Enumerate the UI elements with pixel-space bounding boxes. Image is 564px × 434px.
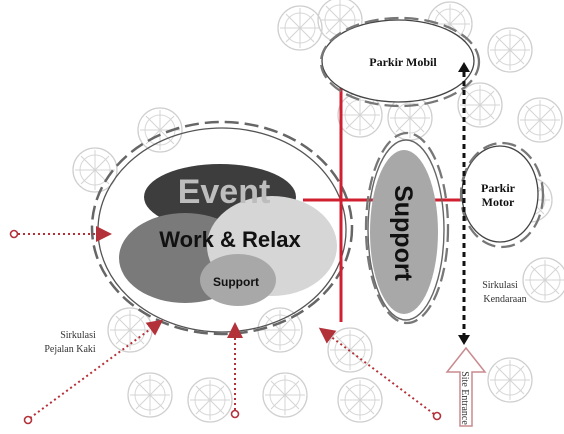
site-entrance-label: Site Entrance	[459, 371, 470, 425]
site-entrance-arrow	[445, 346, 487, 427]
support-right-zone	[364, 131, 450, 325]
pedestrian-arrows	[9, 226, 442, 425]
work-relax-label: Work & Relax	[159, 227, 301, 252]
support-inner-label: Support	[213, 275, 259, 289]
parkir-mobil-label: Parkir Mobil	[369, 55, 437, 69]
parkir-motor-zone	[459, 141, 545, 249]
sirkulasi-kendaraan-line1: Sirkulasi	[482, 280, 518, 291]
vehicle-circulation-line	[458, 62, 470, 345]
parkir-motor-label-line1: Parkir	[481, 181, 516, 195]
sirkulasi-pejalan-line2: Pejalan Kaki	[44, 344, 96, 355]
parkir-mobil-zone	[319, 16, 481, 108]
sirkulasi-kendaraan-line2: Kendaraan	[483, 294, 526, 305]
sirkulasi-pejalan-line1: Sirkulasi	[60, 330, 96, 341]
support-right-label: Support	[389, 185, 417, 281]
support-inner-zone	[200, 254, 276, 306]
event-label: Event	[178, 173, 271, 211]
parkir-motor-label-line2: Motor	[482, 195, 515, 209]
